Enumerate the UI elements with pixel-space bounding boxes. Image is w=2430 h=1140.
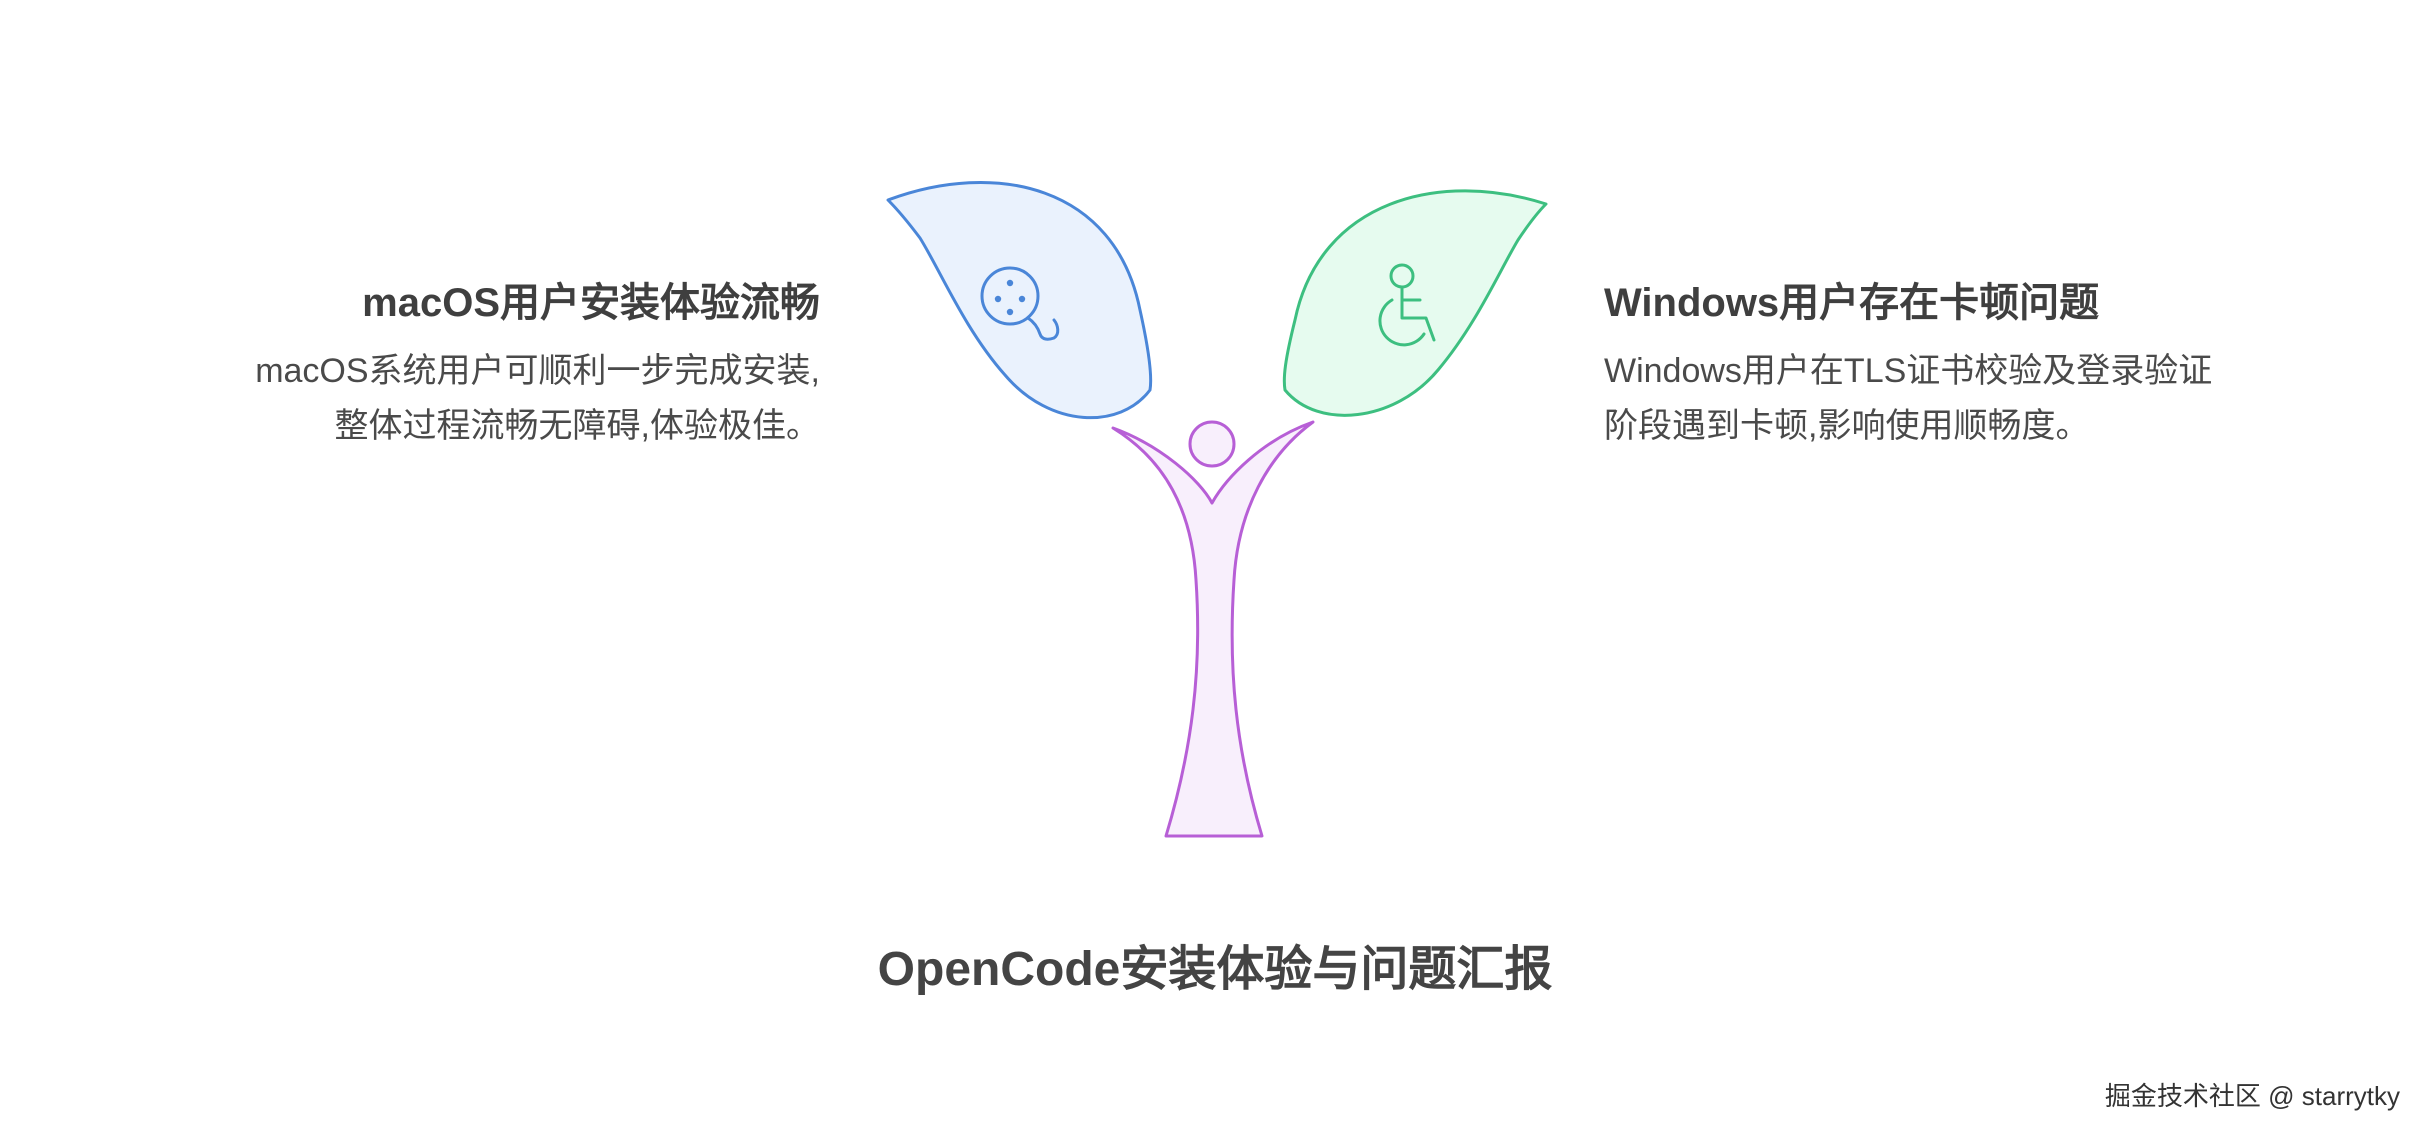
left-description-line: macOS系统用户可顺利一步完成安装, [255, 352, 820, 390]
film-reel-icon [980, 266, 1060, 341]
watermark: 掘金技术社区 @ starrytky [2104, 1081, 2400, 1111]
right-description-line: 阶段遇到卡顿,影响使用顺畅度。 [1604, 407, 2090, 445]
left-info-block: macOS用户安装体验流畅 macOS系统用户可顺利一步完成安装, 整体过程流畅… [120, 268, 820, 454]
trunk [1111, 420, 1315, 838]
right-heading: Windows用户存在卡顿问题 [1604, 281, 2100, 325]
right-description-line: Windows用户在TLS证书校验及登录验证 [1604, 352, 2213, 390]
trunk-shape [1111, 420, 1315, 838]
right-description: Windows用户在TLS证书校验及登录验证 阶段遇到卡顿,影响使用顺畅度。 [1604, 344, 2324, 454]
diagram-title: OpenCode安装体验与问题汇报 [877, 943, 1553, 996]
right-leaf [1282, 189, 1548, 417]
right-info-block: Windows用户存在卡顿问题 Windows用户在TLS证书校验及登录验证 阶… [1604, 268, 2324, 454]
left-heading: macOS用户安装体验流畅 [362, 281, 820, 325]
wheelchair-icon [1378, 263, 1436, 347]
trunk-head [1188, 420, 1236, 468]
left-description-line: 整体过程流畅无障碍,体验极佳。 [334, 407, 820, 445]
left-description: macOS系统用户可顺利一步完成安装, 整体过程流畅无障碍,体验极佳。 [120, 344, 820, 454]
left-leaf [886, 180, 1153, 420]
right-leaf-shape [1282, 189, 1548, 417]
